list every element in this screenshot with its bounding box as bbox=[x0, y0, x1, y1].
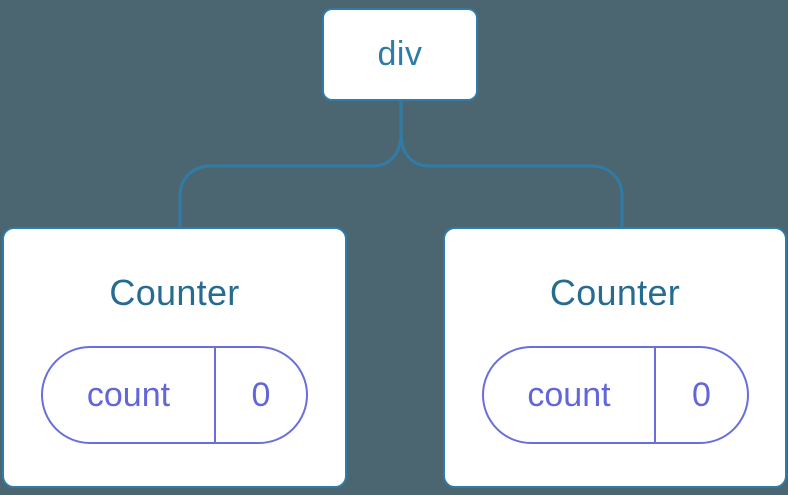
state-key-cell: count bbox=[484, 348, 657, 442]
state-key: count bbox=[527, 375, 611, 414]
counter-node-right: Counter count 0 bbox=[443, 227, 787, 488]
root-node-label: div bbox=[377, 35, 423, 73]
state-value: 0 bbox=[692, 375, 711, 414]
state-value: 0 bbox=[251, 375, 271, 414]
state-value-cell: 0 bbox=[656, 348, 746, 442]
state-value-cell: 0 bbox=[216, 348, 306, 442]
counter-title: Counter bbox=[549, 272, 681, 313]
state-pill: count 0 bbox=[481, 346, 749, 444]
root-node: div bbox=[322, 8, 478, 101]
counter-node-left: Counter count 0 bbox=[2, 227, 347, 488]
counter-title: Counter bbox=[109, 272, 240, 313]
state-pill: count 0 bbox=[41, 346, 308, 444]
state-key-cell: count bbox=[43, 348, 216, 442]
connector-right-branch bbox=[399, 134, 624, 230]
state-key: count bbox=[86, 375, 171, 414]
connector-left-branch bbox=[178, 134, 403, 230]
